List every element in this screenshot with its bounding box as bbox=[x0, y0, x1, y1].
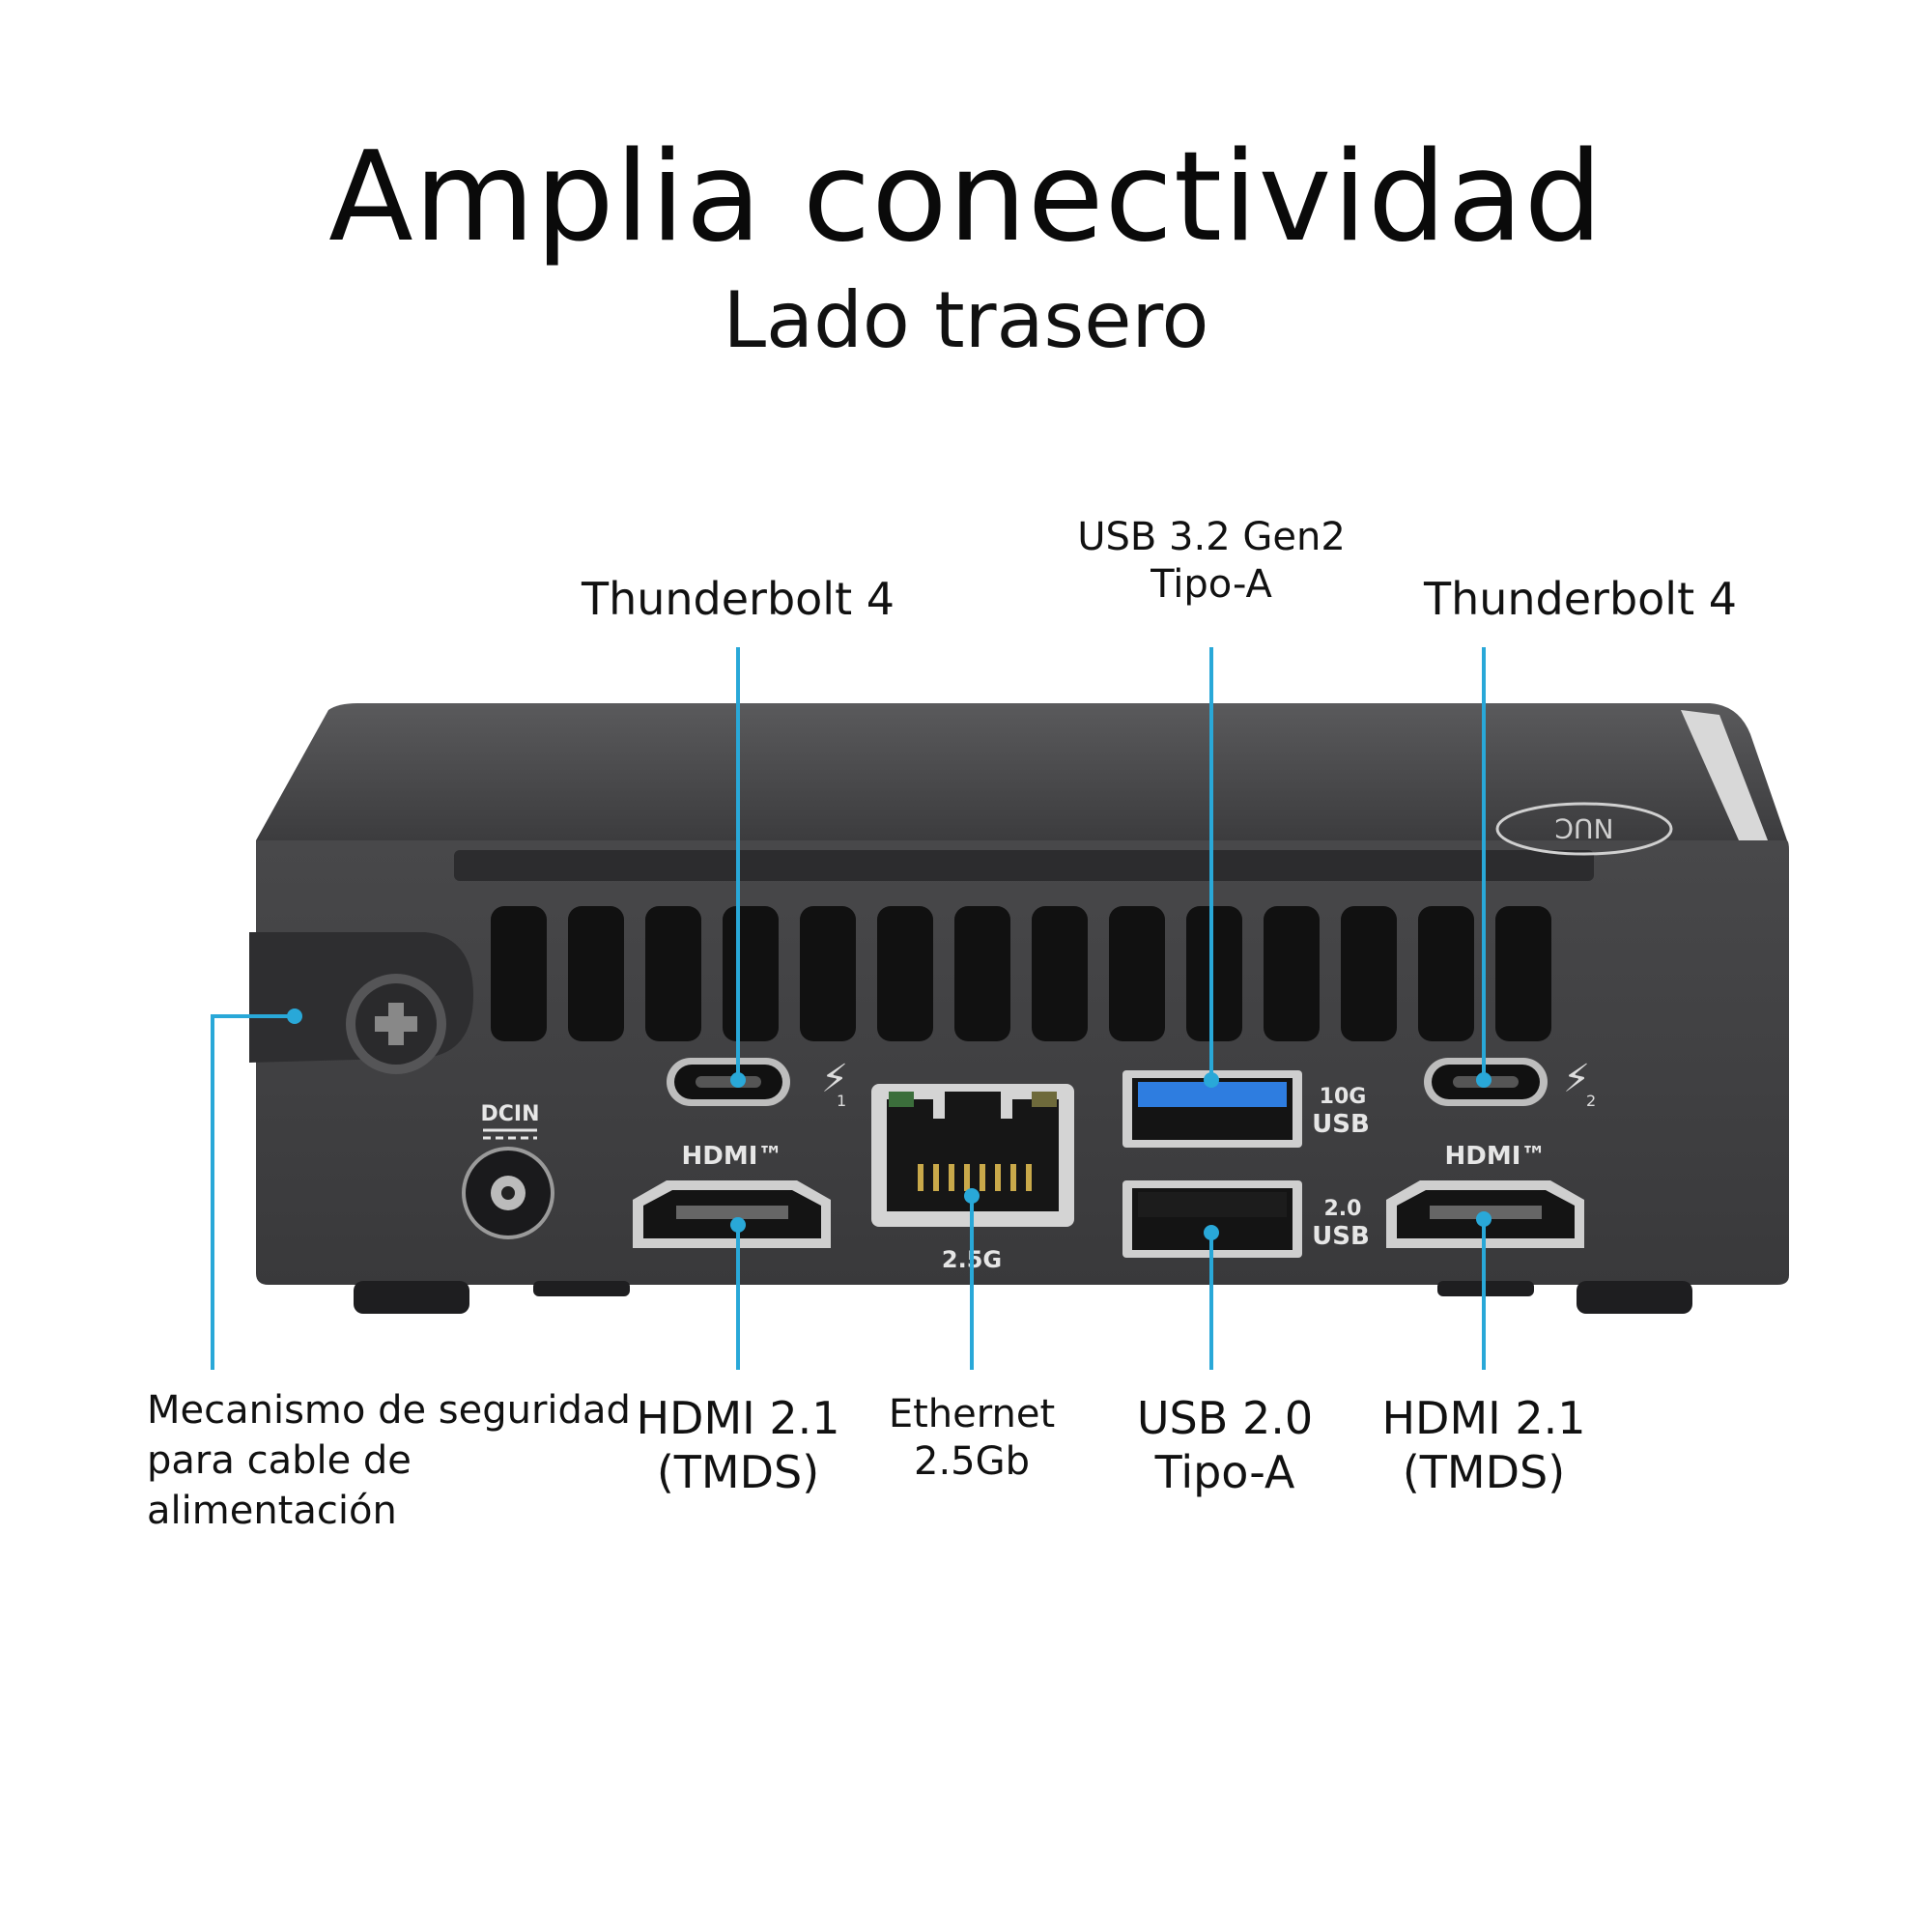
svg-text:⚡: ⚡ bbox=[821, 1057, 848, 1101]
chassis-top bbox=[256, 703, 1787, 840]
callout-dots bbox=[287, 1009, 1492, 1240]
svg-text:NUC: NUC bbox=[1555, 812, 1614, 844]
thunderbolt-port-left: ⚡ 1 bbox=[667, 1057, 848, 1110]
label-thunderbolt-left: Thunderbolt 4 bbox=[581, 573, 895, 625]
device-feet bbox=[354, 1281, 1692, 1314]
svg-text:⚡: ⚡ bbox=[1563, 1057, 1590, 1101]
svg-text:2.0: 2.0 bbox=[1324, 1197, 1362, 1221]
svg-text:10G: 10G bbox=[1320, 1085, 1367, 1109]
chassis-top-edge bbox=[1681, 710, 1768, 840]
svg-text:HDMI™: HDMI™ bbox=[1445, 1142, 1547, 1171]
label-hdmi-left: HDMI 2.1 (TMDS) bbox=[636, 1392, 840, 1499]
label-hdmi-right: HDMI 2.1 (TMDS) bbox=[1381, 1392, 1586, 1499]
svg-text:1: 1 bbox=[837, 1092, 846, 1110]
label-ethernet: Ethernet 2.5Gb bbox=[888, 1392, 1056, 1484]
page-title: Amplia conectividad bbox=[328, 126, 1604, 270]
usb-32-port: 10G USB bbox=[1122, 1070, 1370, 1148]
label-thunderbolt-right: Thunderbolt 4 bbox=[1423, 573, 1738, 625]
vent-slots bbox=[491, 906, 1551, 1041]
security-bracket bbox=[249, 932, 473, 1074]
svg-text:2: 2 bbox=[1586, 1092, 1596, 1110]
label-security: Mecanismo de seguridad para cable de ali… bbox=[147, 1388, 631, 1533]
callout-line-security bbox=[211, 1014, 295, 1370]
svg-text:USB: USB bbox=[1312, 1110, 1370, 1139]
label-usb32: USB 3.2 Gen2 Tipo-A bbox=[1077, 515, 1346, 607]
page-subtitle: Lado trasero bbox=[723, 275, 1209, 365]
label-usb20: USB 2.0 Tipo-A bbox=[1136, 1392, 1314, 1499]
dcin-port: DCIN bbox=[462, 1102, 554, 1239]
svg-text:HDMI™: HDMI™ bbox=[682, 1142, 783, 1171]
callout-lines bbox=[211, 647, 1486, 1370]
chassis-lip bbox=[454, 850, 1594, 881]
svg-text:DCIN: DCIN bbox=[480, 1102, 539, 1126]
nuc-logo: NUC bbox=[1495, 802, 1673, 856]
svg-text:USB: USB bbox=[1312, 1222, 1370, 1251]
ethernet-port: 2.5G bbox=[871, 1084, 1074, 1273]
hdmi-port-left: HDMI™ bbox=[633, 1142, 831, 1248]
chassis-front bbox=[256, 840, 1789, 1285]
